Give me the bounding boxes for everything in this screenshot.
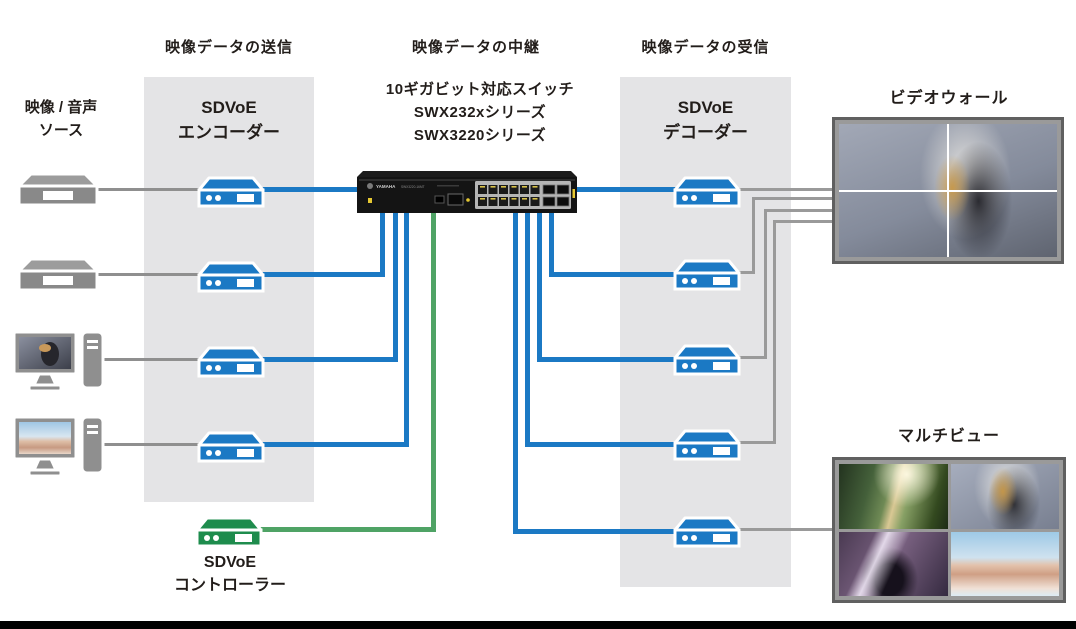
switch-brand-text: YAMAHA: [376, 184, 396, 189]
video-wall-image: [839, 124, 1057, 257]
decoder-device-4: [673, 429, 741, 461]
link-encoder3-switch-v: [393, 208, 398, 362]
link-switch-decoder2-v: [549, 208, 554, 277]
link-switch-decoder1: [572, 187, 676, 192]
section-label-send: 映像データの送信: [164, 39, 293, 56]
link-switch-decoder3-h: [537, 357, 676, 362]
link-encoder4-switch-v: [404, 208, 409, 447]
media-player-icon-1: [17, 172, 99, 207]
link-switch-decoder5-v: [513, 208, 518, 534]
multiview-image-forest: [839, 464, 948, 529]
link-decoder2-videowall-a: [736, 271, 755, 274]
controller-label-line2: コントローラー: [173, 577, 286, 594]
encoder-device-3: [197, 346, 265, 378]
link-decoder4-videowall-c: [773, 220, 832, 223]
link-source2-encoder2: [96, 273, 200, 276]
network-switch: YAMAHA SWX3220-16MT: [357, 171, 577, 213]
link-source4-encoder4: [100, 443, 200, 446]
section-label-receive: 映像データの受信: [641, 39, 770, 56]
switch-label-line2: SWX232xシリーズ: [413, 104, 547, 121]
multiview-display: [832, 457, 1066, 603]
bottom-border-bar: [0, 621, 1076, 629]
link-switch-decoder3-v: [537, 208, 542, 362]
switch-port-pins: [480, 186, 538, 200]
media-player-icon-2: [17, 257, 99, 292]
link-encoder1-switch: [262, 187, 362, 192]
link-decoder5-multiview: [736, 528, 832, 531]
link-decoder3-videowall-b: [764, 209, 767, 359]
link-encoder3-switch-h: [262, 357, 398, 362]
link-decoder2-videowall-c: [752, 197, 832, 200]
switch-sfp-ports: [542, 184, 570, 207]
link-source3-encoder3: [100, 358, 200, 361]
pc-icon-2: [12, 415, 105, 478]
decoder-label-line2: デコーダー: [663, 123, 748, 142]
controller-label-line1: SDVoE: [203, 554, 257, 571]
decoder-device-3: [673, 344, 741, 376]
link-decoder1-videowall: [736, 188, 832, 191]
link-controller-switch-v: [431, 208, 436, 532]
link-switch-decoder5-h: [513, 529, 676, 534]
link-decoder3-videowall-a: [736, 356, 767, 359]
multiview-image-saxophonist: [950, 464, 1059, 529]
encoder-label-line2: エンコーダー: [178, 123, 280, 142]
link-switch-decoder4-v: [525, 208, 530, 447]
link-switch-decoder2-h: [549, 272, 676, 277]
multiview-image-flutist: [839, 531, 948, 596]
section-label-relay: 映像データの中継: [411, 39, 540, 56]
decoder-device-2: [673, 259, 741, 291]
link-encoder4-switch-h: [262, 442, 409, 447]
link-switch-decoder4-h: [525, 442, 676, 447]
videowall-label: ビデオウォール: [889, 90, 1009, 107]
video-wall-display: [832, 117, 1064, 264]
controller-label: SDVoE コントローラー: [140, 551, 320, 597]
controller-device: [195, 516, 263, 548]
decoder-device-5: [673, 516, 741, 548]
source-label-line1: 映像 / 音声: [24, 99, 98, 116]
link-source1-encoder1: [96, 188, 200, 191]
link-decoder3-videowall-c: [764, 209, 832, 212]
link-controller-switch-h: [258, 527, 436, 532]
link-encoder2-switch-h: [262, 272, 385, 277]
link-decoder4-videowall-b: [773, 220, 776, 444]
link-decoder2-videowall-b: [752, 197, 755, 274]
switch-model-text: SWX3220-16MT: [401, 185, 425, 189]
encoder-label-line1: SDVoE: [201, 98, 257, 117]
source-group-label: 映像 / 音声 ソース: [0, 96, 122, 142]
multiview-grid: [839, 464, 1059, 596]
decoder-label-line1: SDVoE: [677, 98, 734, 117]
switch-rj45-ports: [478, 185, 540, 206]
decoder-device-1: [673, 176, 741, 208]
multiview-label: マルチビュー: [897, 428, 1000, 445]
decoder-group-label: SDVoE デコーダー: [620, 95, 791, 145]
decoder-panel: [620, 77, 791, 587]
encoder-device-2: [197, 261, 265, 293]
link-decoder4-videowall-a: [736, 441, 776, 444]
encoder-device-4: [197, 431, 265, 463]
encoder-device-1: [197, 176, 265, 208]
encoder-group-label: SDVoE エンコーダー: [144, 95, 314, 145]
multiview-image-desert: [950, 531, 1059, 596]
source-label-line2: ソース: [38, 122, 84, 139]
video-wall-divider-vertical: [947, 124, 949, 257]
switch-label-line3: SWX3220シリーズ: [413, 127, 547, 144]
switch-group-label: 10ギガビット対応スイッチ SWX232xシリーズ SWX3220シリーズ: [355, 78, 605, 147]
switch-label-line1: 10ギガビット対応スイッチ: [385, 81, 575, 98]
link-encoder2-switch-v: [380, 208, 385, 277]
pc-icon-1: [12, 330, 105, 393]
